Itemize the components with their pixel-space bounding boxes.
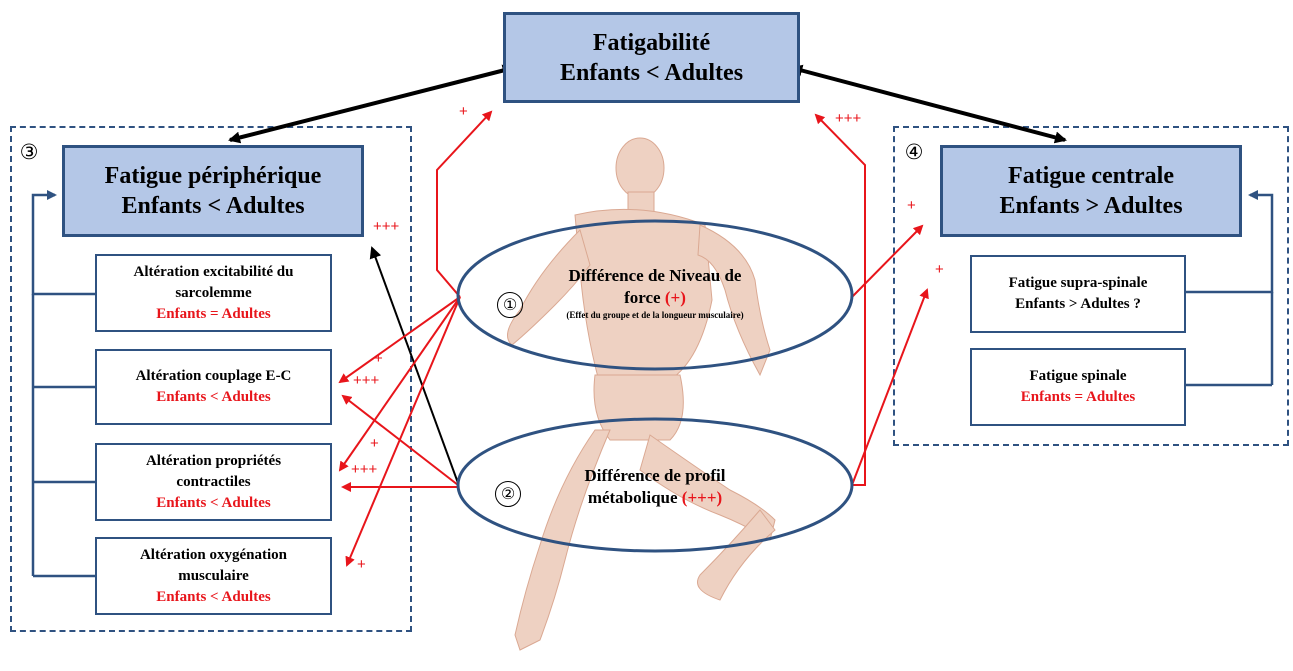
spinal-box: Fatigue spinale Enfants = Adultes (970, 348, 1186, 426)
coupling-result: Enfants < Adultes (156, 389, 271, 405)
central-group (893, 126, 1289, 446)
excitability-line1: Altération excitabilité du (133, 263, 294, 280)
supraspinal-line2: Enfants > Adultes ? (1015, 296, 1141, 312)
label-couplage-1: + (374, 350, 383, 367)
factor1-line2-text: force (624, 288, 661, 307)
supraspinal-box: Fatigue supra-spinale Enfants > Adultes … (970, 255, 1186, 333)
contractile-line2: contractiles (176, 473, 251, 490)
fatigability-title: Fatigabilité (592, 29, 711, 56)
label-contractiles-1: + (370, 435, 379, 452)
contractile-line1: Altération propriétés (145, 452, 282, 469)
central-number: ④ (904, 140, 924, 164)
factor1-text: Différence de Niveau de force (+) (Effet… (530, 265, 780, 321)
factor1-number: ① (497, 292, 523, 318)
contractile-box: Altération propriétés contractiles Enfan… (95, 443, 332, 521)
excitability-line2: sarcolemme (175, 284, 252, 301)
factor2-number: ② (495, 481, 521, 507)
excitability-result: Enfants = Adultes (156, 305, 271, 322)
excitability-box: Altération excitabilité du sarcolemme En… (95, 254, 332, 332)
label-top-left: + (459, 103, 468, 120)
central-title: Fatigue centrale (1008, 163, 1174, 189)
coupling-line1: Altération couplage E-C (135, 368, 292, 384)
factor1-note: (Effet du groupe et de la longueur muscu… (566, 310, 744, 320)
fatigability-box: Fatigabilité Enfants < Adultes (503, 12, 800, 103)
factor2-line1: Différence de profil (584, 466, 726, 485)
spinal-result: Enfants = Adultes (1020, 389, 1136, 405)
spinal-line1: Fatigue spinale (1029, 368, 1127, 384)
central-fatigue-box: Fatigue centrale Enfants > Adultes (940, 145, 1242, 237)
peripheral-group (10, 126, 412, 632)
contractile-result: Enfants < Adultes (156, 494, 271, 511)
factor2-mark: (+++) (681, 488, 723, 507)
oxygenation-box: Altération oxygénation musculaire Enfant… (95, 537, 332, 615)
oxygenation-result: Enfants < Adultes (156, 588, 271, 605)
factor1-line2: force (+) (530, 287, 780, 309)
factor2-line2-text: métabolique (587, 488, 678, 507)
factor1-line1: Différence de Niveau de (568, 266, 742, 285)
label-central-1: + (907, 197, 916, 214)
oxygenation-line2: musculaire (178, 567, 249, 584)
label-contractiles-2: +++ (351, 461, 378, 478)
fatigability-subtitle: Enfants < Adultes (559, 59, 744, 86)
factor2-text: Différence de profil métabolique (+++) (535, 465, 775, 509)
label-central-2: + (935, 261, 944, 278)
coupling-box: Altération couplage E-C Enfants < Adulte… (95, 349, 332, 425)
oxygenation-line1: Altération oxygénation (139, 546, 288, 563)
label-oxygenation: + (357, 556, 366, 573)
label-couplage-2: +++ (353, 372, 380, 389)
peripheral-number: ③ (19, 140, 39, 164)
label-top-right: +++ (835, 110, 862, 127)
peripheral-subtitle: Enfants < Adultes (121, 193, 305, 219)
factor2-line2: métabolique (+++) (535, 487, 775, 509)
factor1-mark: (+) (664, 288, 686, 307)
peripheral-fatigue-box: Fatigue périphérique Enfants < Adultes (62, 145, 364, 237)
label-peripheral-title: +++ (373, 218, 400, 235)
peripheral-title: Fatigue périphérique (104, 163, 322, 189)
central-subtitle: Enfants > Adultes (999, 193, 1183, 219)
supraspinal-line1: Fatigue supra-spinale (1008, 275, 1148, 291)
